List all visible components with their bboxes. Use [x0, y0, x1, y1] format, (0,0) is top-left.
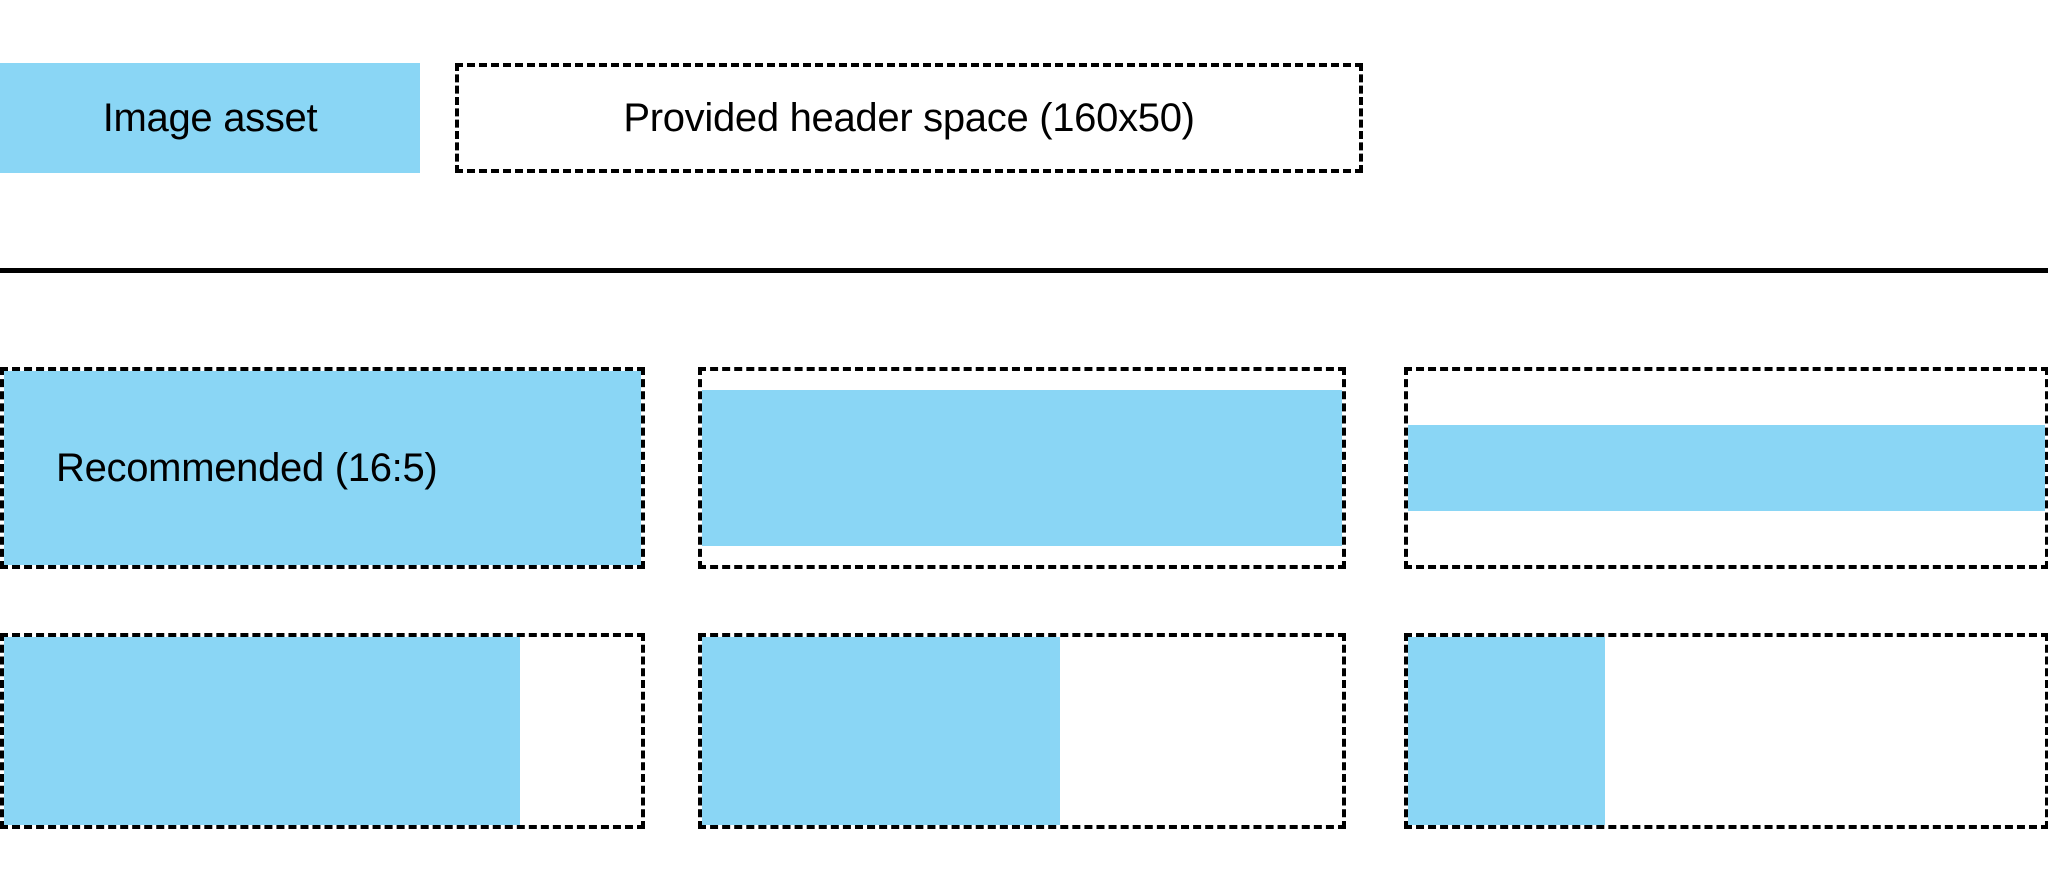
asset-fill-area [702, 390, 1342, 546]
asset-fill-area [1408, 425, 2045, 511]
asset-fill-area [4, 371, 641, 565]
example-cell-label: Recommended (16:5) [56, 446, 438, 490]
example-cell-medium-partial-fill [698, 633, 1346, 829]
image-asset-legend-swatch: Image asset [0, 63, 420, 173]
example-cell-wide-partial-fill [0, 633, 645, 829]
provided-header-space-box: Provided header space (160x50) [455, 63, 1363, 173]
image-asset-legend-label: Image asset [102, 96, 318, 140]
example-cell-shorter-fill [698, 367, 1346, 569]
example-cell-recommended-16-5: Recommended (16:5) [0, 367, 645, 569]
asset-fill-area [1408, 637, 1606, 825]
asset-fill-area [702, 637, 1061, 825]
asset-fill-area [4, 637, 520, 825]
example-cell-thin-band-fill [1404, 367, 2048, 569]
example-cell-narrow-partial-fill [1404, 633, 2048, 829]
section-divider [0, 268, 2048, 273]
provided-header-space-label: Provided header space (160x50) [623, 96, 1195, 140]
